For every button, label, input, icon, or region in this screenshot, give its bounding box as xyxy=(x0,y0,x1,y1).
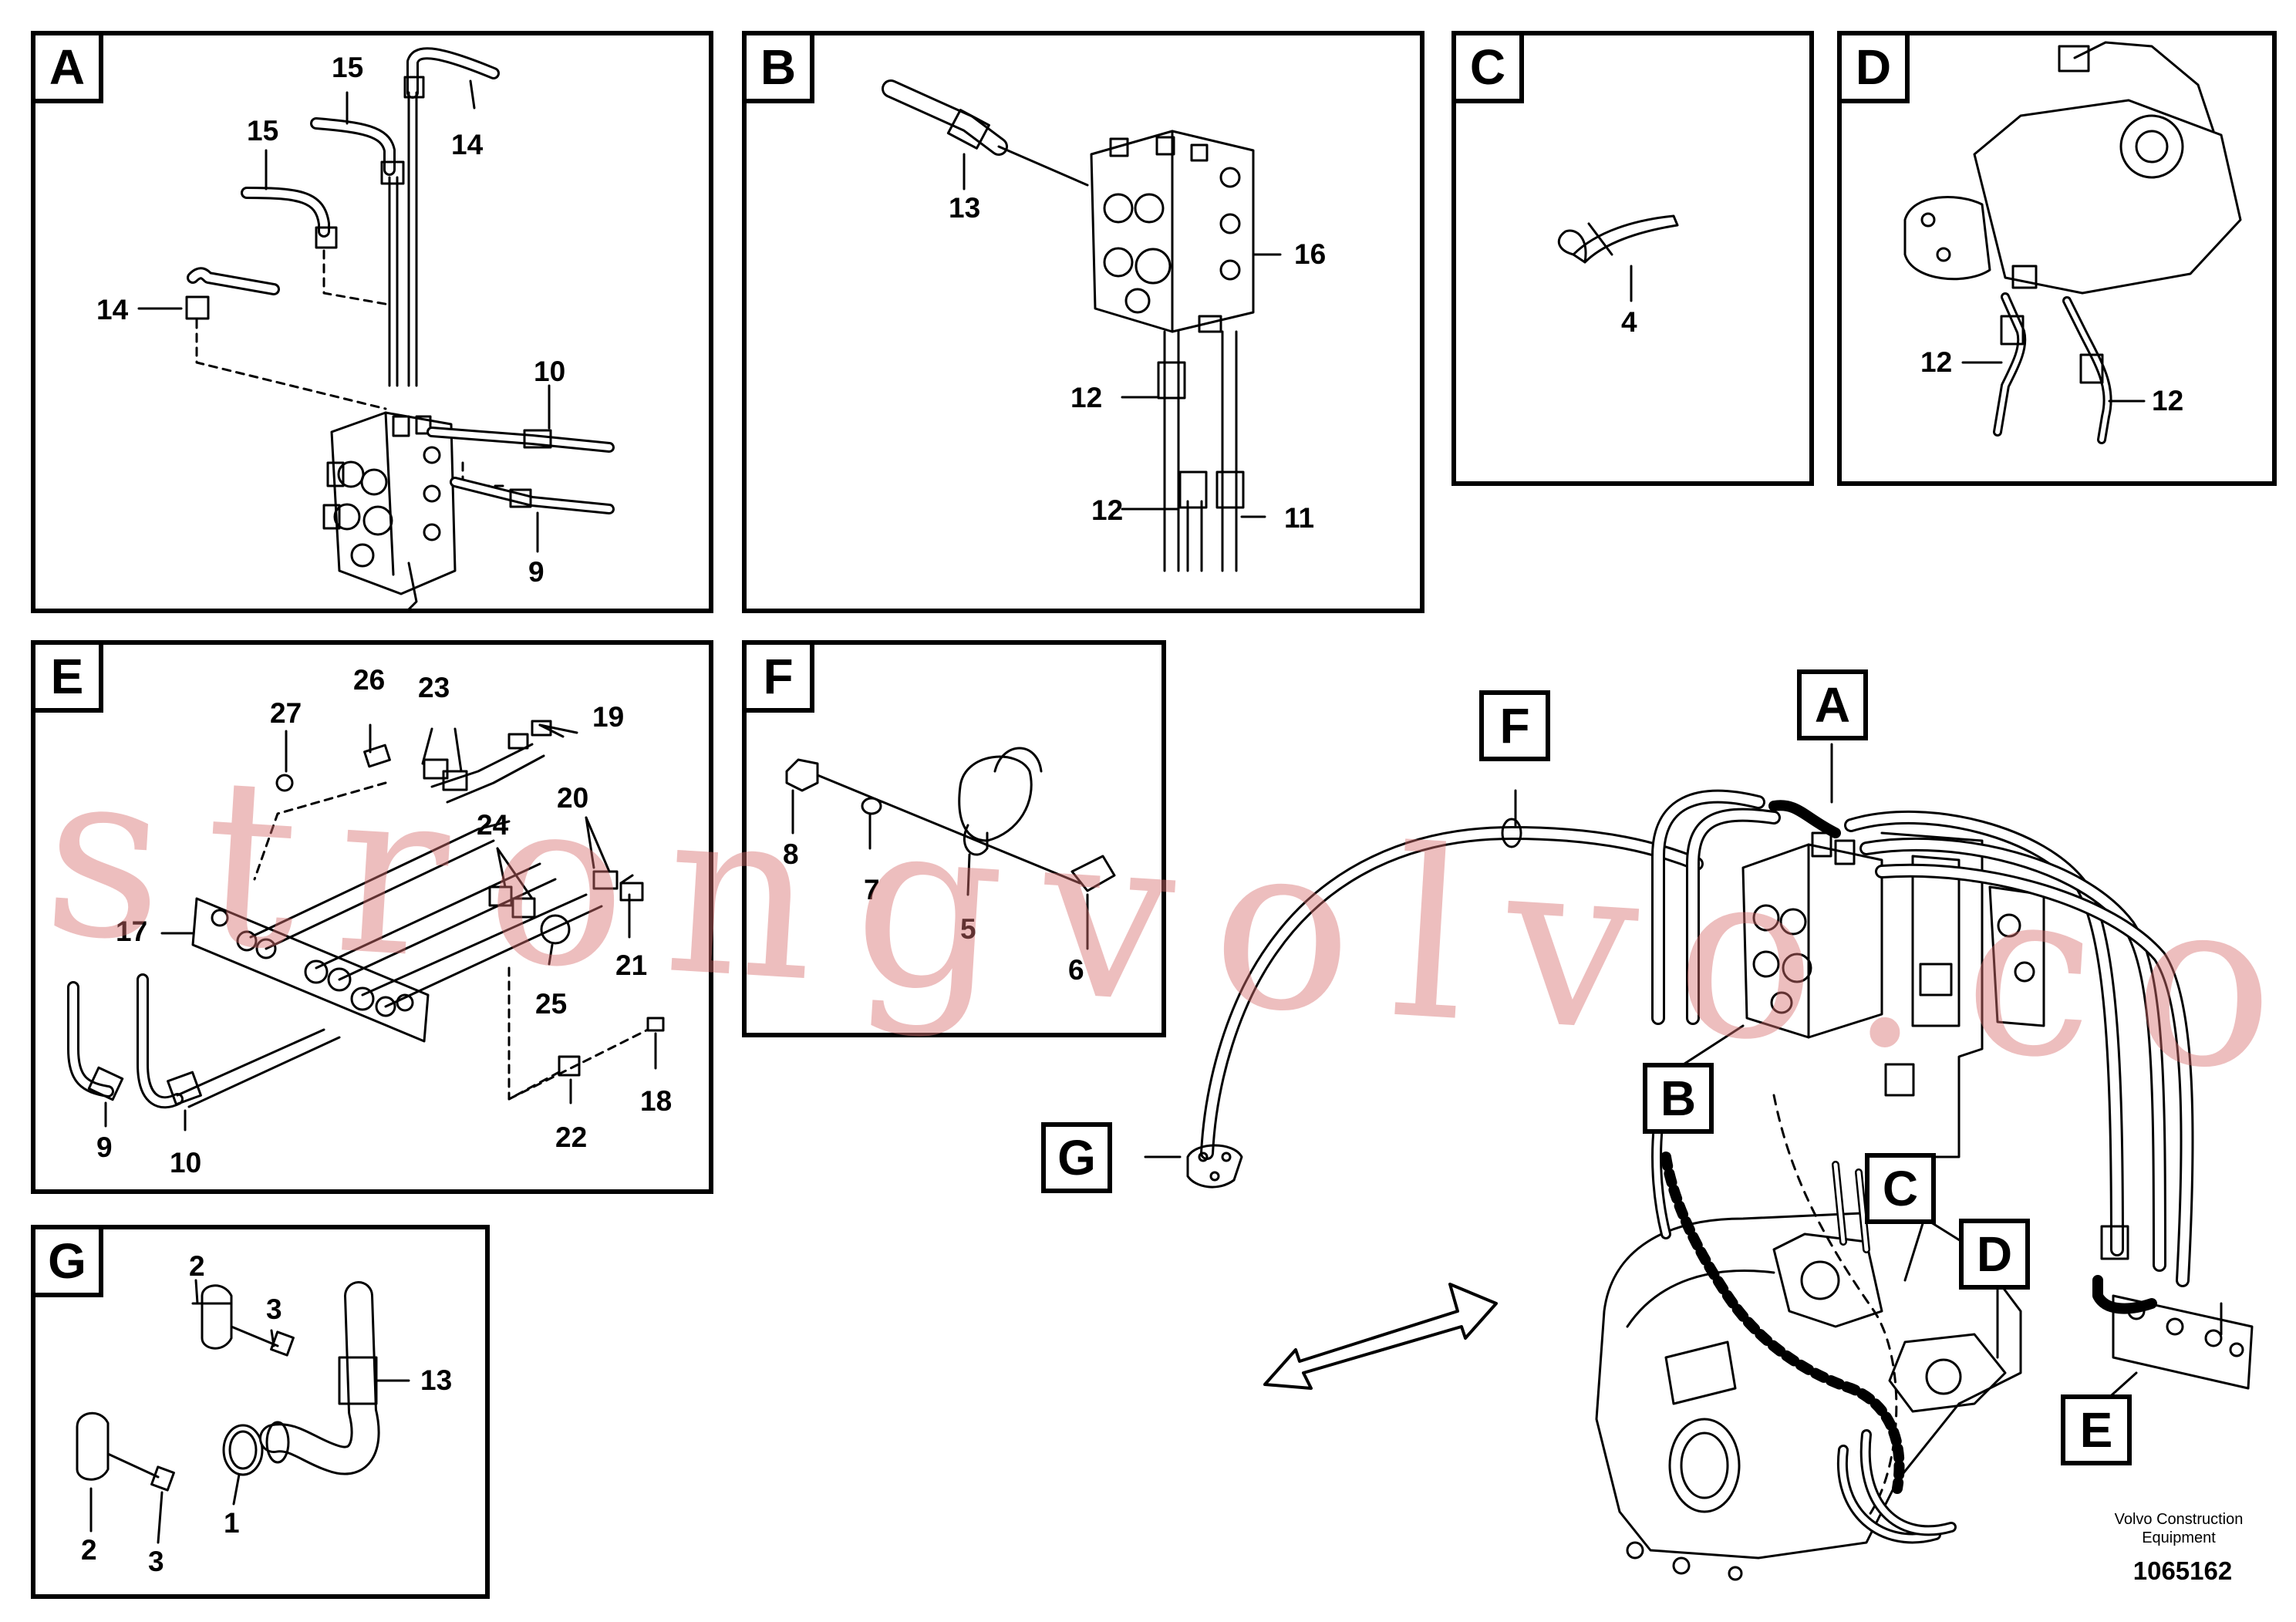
panel-a: A xyxy=(31,31,713,613)
marker-a: A xyxy=(1797,669,1868,740)
callout-e-19: 19 xyxy=(592,701,625,733)
callout-e-21: 21 xyxy=(615,949,648,981)
callout-b-13: 13 xyxy=(949,192,981,224)
brand-line-2: Equipment xyxy=(2142,1529,2216,1546)
marker-f: F xyxy=(1479,690,1550,761)
callout-g-3-lower: 3 xyxy=(148,1546,164,1577)
callout-d-12-left: 12 xyxy=(1920,346,1953,378)
panel-b-artwork xyxy=(882,79,1282,572)
main-assembly-artwork xyxy=(1144,743,2254,1581)
callout-g-2-upper: 2 xyxy=(189,1250,205,1282)
callout-a-14-lower: 14 xyxy=(96,294,129,325)
panel-a-label: A xyxy=(35,35,103,103)
callout-e-18: 18 xyxy=(640,1085,673,1117)
callout-g-1: 1 xyxy=(224,1507,240,1539)
brand-line-1: Volvo Construction xyxy=(2114,1511,2244,1528)
panel-e: E xyxy=(31,640,713,1194)
callout-e-10: 10 xyxy=(170,1147,202,1179)
callout-e-24: 24 xyxy=(477,809,509,841)
callout-a-14-upper: 14 xyxy=(451,129,484,160)
callout-b-12-upper: 12 xyxy=(1070,382,1103,413)
callout-a-9: 9 xyxy=(528,556,544,588)
callout-e-22: 22 xyxy=(555,1121,588,1153)
callout-e-26: 26 xyxy=(353,664,386,696)
panel-b-label: B xyxy=(747,35,814,103)
callout-f-8: 8 xyxy=(783,838,799,870)
callout-a-10: 10 xyxy=(534,356,566,387)
marker-c: C xyxy=(1865,1153,1936,1224)
callout-e-9: 9 xyxy=(96,1131,113,1163)
callout-b-12-lower: 12 xyxy=(1091,494,1124,526)
callout-a-15-lower: 15 xyxy=(247,115,279,147)
callout-a-15-upper: 15 xyxy=(332,52,364,83)
marker-b: B xyxy=(1643,1063,1714,1134)
panel-f-label: F xyxy=(747,645,814,713)
callout-b-11: 11 xyxy=(1284,502,1315,534)
marker-g: G xyxy=(1041,1122,1112,1193)
callout-f-6: 6 xyxy=(1068,954,1084,986)
panel-b: B xyxy=(742,31,1424,613)
panel-a-artwork xyxy=(137,47,615,611)
marker-e: E xyxy=(2061,1394,2132,1465)
brand-label: Volvo Construction Equipment xyxy=(2075,1510,2283,1547)
callout-g-13: 13 xyxy=(420,1364,453,1396)
callout-e-17: 17 xyxy=(116,916,148,947)
panel-d: D xyxy=(1837,31,2277,486)
callout-b-16: 16 xyxy=(1294,238,1327,270)
panel-e-label: E xyxy=(35,645,103,713)
callout-c-4: 4 xyxy=(1621,306,1637,338)
callout-d-12-right: 12 xyxy=(2152,385,2184,416)
callout-e-25: 25 xyxy=(535,988,568,1020)
callout-e-20: 20 xyxy=(557,782,589,814)
marker-d: D xyxy=(1959,1219,2030,1290)
panel-g-label: G xyxy=(35,1229,103,1297)
callout-e-27: 27 xyxy=(270,697,302,729)
callout-g-3-upper: 3 xyxy=(266,1293,282,1325)
panel-g: G xyxy=(31,1225,490,1599)
panel-c: C xyxy=(1451,31,1814,486)
panel-c-artwork xyxy=(1557,214,1679,302)
panel-e-artwork xyxy=(67,720,665,1131)
callout-e-23: 23 xyxy=(418,672,450,703)
document-number: 1065162 xyxy=(2132,1556,2233,1585)
panel-g-artwork xyxy=(76,1279,410,1544)
panel-c-label: C xyxy=(1456,35,1524,103)
panel-d-label: D xyxy=(1842,35,1910,103)
panel-f-artwork xyxy=(785,747,1116,950)
panel-f: F xyxy=(742,640,1166,1037)
callout-f-5: 5 xyxy=(960,913,976,945)
callout-f-7: 7 xyxy=(864,874,880,905)
panel-d-artwork xyxy=(1903,41,2242,444)
callout-g-2-lower: 2 xyxy=(81,1534,97,1566)
